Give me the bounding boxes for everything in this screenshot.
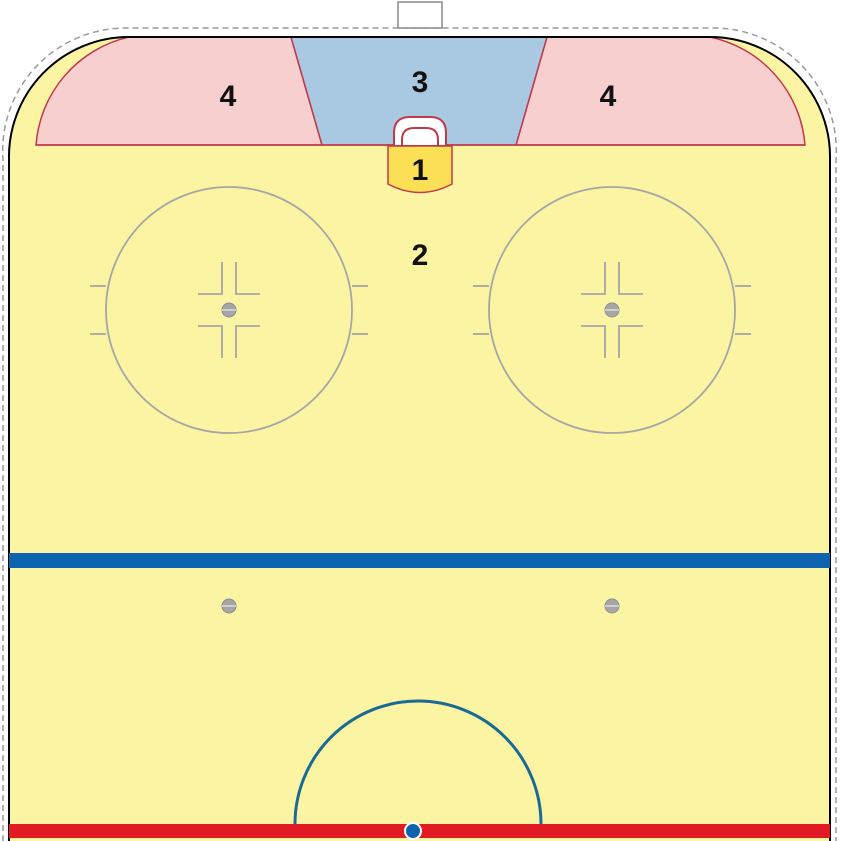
zone-3-label: 3 [412,66,429,99]
right-faceoff-circle [488,186,736,434]
zone-1-crease [387,145,453,194]
zone-4-left-label: 4 [220,80,237,113]
left-faceoff-circle-group [90,186,368,434]
blue-line [9,553,830,568]
goal-net-frame-inner [401,127,439,145]
zone-2-area [8,36,831,841]
zone-2-label: 2 [412,239,429,272]
rink-boards [7,36,832,841]
right-faceoff-circle-group [473,186,751,434]
zone-1-label: 1 [412,154,429,187]
outer-boundary-outline [1,27,838,841]
zone-4-right-label: 4 [600,80,617,113]
center-circle-arc [293,699,543,825]
left-faceoff-circle [105,186,353,434]
goal-net-box [397,1,443,29]
center-faceoff-dot [404,822,422,840]
